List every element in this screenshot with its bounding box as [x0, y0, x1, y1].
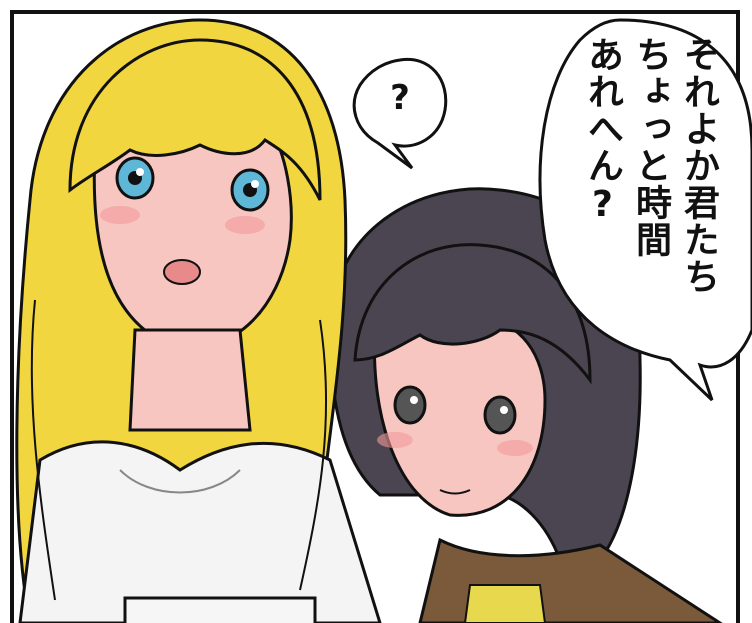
bubble-line-1: それよか君たち: [678, 36, 719, 295]
dark-hair-girl-jacket: [418, 537, 723, 623]
dark-hair-girl-bangs: [353, 243, 592, 385]
blonde-girl-white-top: [18, 440, 382, 623]
bubble-line-2: ちょっと時間: [630, 36, 671, 258]
main-speech-bubble: [538, 18, 752, 402]
dark-hair-girl-left-eye: [393, 385, 427, 425]
blonde-girl-lips: [163, 259, 201, 285]
small-bubble-text: ?: [390, 78, 410, 118]
bubble-line-3: あれへん?: [582, 36, 623, 226]
dark-hair-girl-right-eye: [483, 395, 517, 435]
blonde-girl-bangs: [68, 38, 322, 201]
main-bubble-text: それよか君たち ちょっと時間 あれへん?: [578, 36, 722, 336]
small-speech-bubble: [352, 57, 448, 170]
